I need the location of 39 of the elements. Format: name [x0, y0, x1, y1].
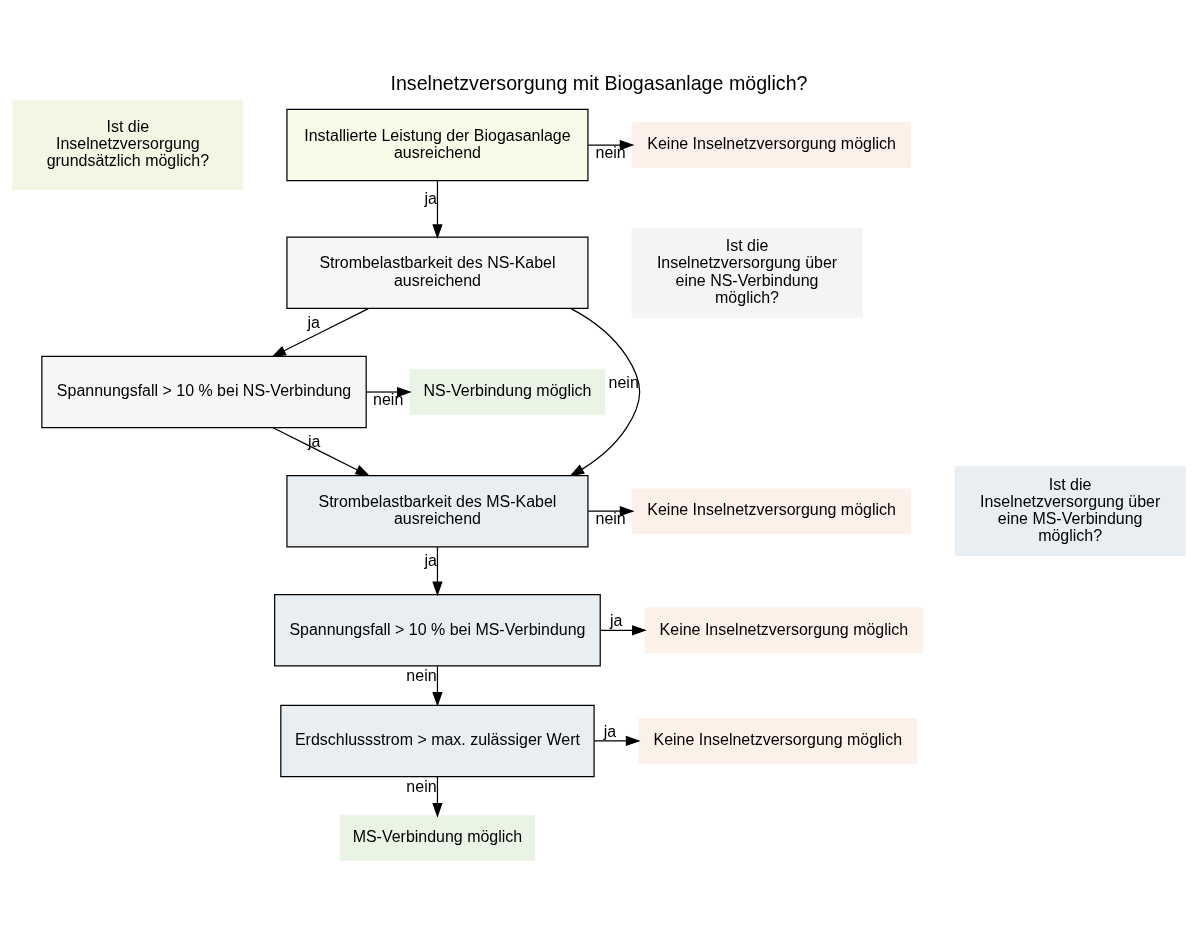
- arrow: [432, 546, 443, 597]
- edge-label: nein: [373, 390, 404, 408]
- node-box: Spannungsfall > 10 % bei MS-Verbindung: [274, 594, 601, 667]
- arrow: [587, 506, 635, 517]
- arrow: [599, 625, 647, 636]
- node-box: NS-Verbindung möglich: [409, 369, 606, 415]
- arrow: [272, 427, 371, 477]
- arrow: [569, 307, 641, 477]
- node-box: Keine Inselnetzversorgung möglich: [632, 488, 912, 534]
- edge-label: ja: [603, 722, 617, 740]
- node-box: Strombelastbarkeit des NS-Kabel ausreichend: [286, 236, 589, 310]
- node-box: Strombelastbarkeit des MS-Kabel ausreichend: [286, 474, 589, 548]
- node-box: Keine Inselnetzversorgung möglich: [638, 718, 918, 764]
- edge-label: nein: [608, 373, 639, 391]
- edge-label: nein: [595, 143, 626, 161]
- node-box: Ist die Inselnetzversorgung grundsätzlich möglich?: [12, 100, 244, 190]
- edge-label: nein: [406, 777, 437, 795]
- edge-label: nein: [406, 666, 437, 684]
- node-box: Spannungsfall > 10 % bei NS-Verbindung: [41, 355, 367, 429]
- arrow: [432, 180, 443, 240]
- edge-label: ja: [424, 190, 437, 208]
- edge-label: nein: [595, 509, 626, 527]
- node-box: Keine Inselnetzversorgung möglich: [644, 607, 924, 654]
- node-box: MS-Verbindung möglich: [339, 815, 536, 861]
- arrow: [587, 139, 635, 151]
- diagram-title: Inselnetzversorgung mit Biogasanlage möglich?: [390, 71, 808, 94]
- arrow: [271, 308, 369, 358]
- edge-label: ja: [307, 433, 321, 451]
- edge-label: ja: [307, 314, 320, 332]
- arrow: [365, 386, 412, 398]
- arrow: [432, 776, 443, 818]
- arrow: [593, 735, 641, 747]
- node-box: Erdschlussstrom > max. zulässiger Wert: [280, 704, 595, 778]
- arrow: [432, 665, 443, 707]
- node-box: Installierte Leistung der Biogasanlage ausreichend: [286, 108, 589, 182]
- node-box: Keine Inselnetzversorgung möglich: [632, 122, 912, 168]
- edge-label: ja: [609, 611, 623, 629]
- edge-label: ja: [424, 551, 437, 569]
- node-box: Ist die Inselnetzversorgung über eine MS-Verbindung möglich?: [954, 466, 1186, 557]
